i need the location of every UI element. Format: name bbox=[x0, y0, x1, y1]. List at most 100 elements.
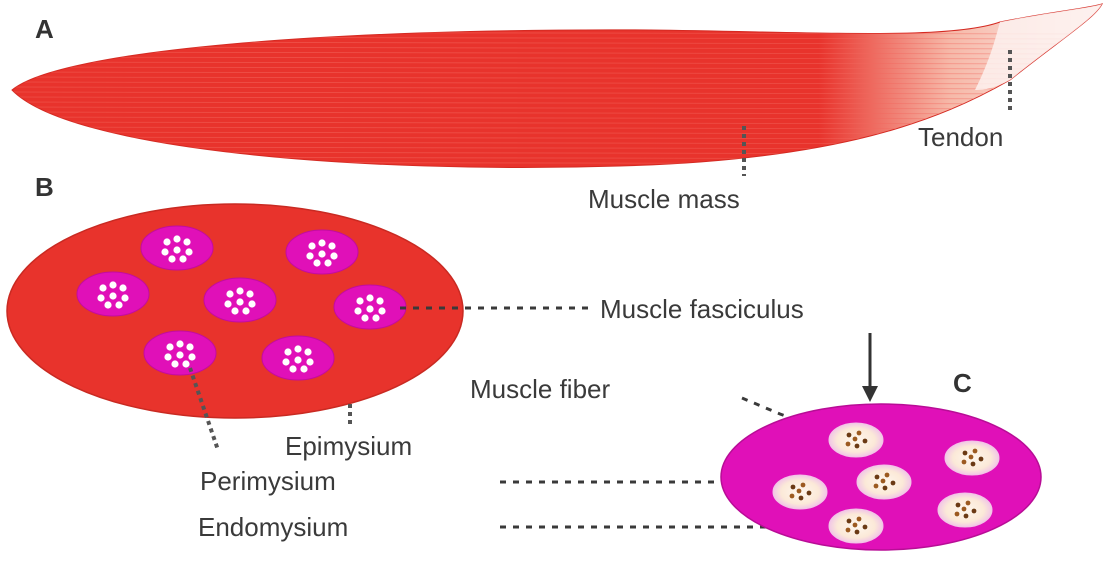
nucleus bbox=[857, 431, 862, 436]
fiber-dot bbox=[121, 294, 128, 301]
nucleus bbox=[969, 455, 974, 460]
nucleus bbox=[797, 489, 802, 494]
fiber-dot bbox=[242, 307, 249, 314]
nucleus bbox=[807, 491, 812, 496]
fiber-dot bbox=[294, 356, 301, 363]
fiber-dot bbox=[236, 287, 243, 294]
nucleus bbox=[956, 503, 961, 508]
nucleus bbox=[846, 442, 851, 447]
nucleus bbox=[847, 519, 852, 524]
fiber-dot bbox=[236, 298, 243, 305]
fiber-dot bbox=[231, 307, 238, 314]
nucleus bbox=[863, 439, 868, 444]
nucleus bbox=[962, 460, 967, 465]
fiber-dot bbox=[179, 255, 186, 262]
fiber-dot bbox=[356, 297, 363, 304]
fiber-dot bbox=[176, 340, 183, 347]
fiber-dot bbox=[171, 360, 178, 367]
nucleus bbox=[863, 525, 868, 530]
nucleus bbox=[971, 462, 976, 467]
nucleus bbox=[855, 444, 860, 449]
fiber-dot bbox=[361, 314, 368, 321]
nucleus bbox=[964, 514, 969, 519]
fiber-dot bbox=[318, 250, 325, 257]
fiber-dot bbox=[224, 300, 231, 307]
fiber-dot bbox=[226, 290, 233, 297]
fiber-dot bbox=[300, 365, 307, 372]
fiber-dot bbox=[161, 248, 168, 255]
nucleus bbox=[853, 523, 858, 528]
fiber-dot bbox=[313, 259, 320, 266]
nucleus bbox=[853, 437, 858, 442]
fiber-dot bbox=[366, 305, 373, 312]
fiber-dot bbox=[318, 239, 325, 246]
nucleus bbox=[790, 494, 795, 499]
fiber-dot bbox=[378, 307, 385, 314]
fiber-dot bbox=[308, 242, 315, 249]
tendon bbox=[975, 4, 1102, 90]
fiber-dot bbox=[186, 343, 193, 350]
fiber-dot bbox=[119, 284, 126, 291]
fiber-dot bbox=[109, 281, 116, 288]
nucleus bbox=[966, 501, 971, 506]
nucleus bbox=[891, 481, 896, 486]
fiber-dot bbox=[330, 252, 337, 259]
fiber-dot bbox=[294, 345, 301, 352]
fiber-dot bbox=[372, 314, 379, 321]
fiber-dot bbox=[173, 235, 180, 242]
fiber-dot bbox=[282, 358, 289, 365]
tendon-label: Tendon bbox=[918, 122, 1003, 152]
fiber-dot bbox=[168, 255, 175, 262]
nucleus bbox=[875, 475, 880, 480]
nucleus bbox=[846, 528, 851, 533]
fiber-dot bbox=[109, 292, 116, 299]
fiber-dot bbox=[324, 259, 331, 266]
nucleus bbox=[847, 433, 852, 438]
muscle-mass-label: Muscle mass bbox=[588, 184, 740, 214]
fiber-dot bbox=[284, 348, 291, 355]
fiber-dot bbox=[115, 301, 122, 308]
nucleus bbox=[799, 496, 804, 501]
muscle-fasciculus-label: Muscle fasciculus bbox=[600, 294, 804, 324]
nucleus bbox=[955, 512, 960, 517]
nucleus bbox=[874, 484, 879, 489]
nucleus bbox=[885, 473, 890, 478]
panel-letter-b: B bbox=[35, 172, 54, 202]
fiber-dot bbox=[166, 343, 173, 350]
fiber-dot bbox=[183, 238, 190, 245]
fiber-dot bbox=[248, 300, 255, 307]
fiber-dot bbox=[176, 351, 183, 358]
fiber-dot bbox=[188, 353, 195, 360]
fiber-dot bbox=[328, 242, 335, 249]
panel-letter-a: A bbox=[35, 14, 54, 44]
fiber-dot bbox=[185, 248, 192, 255]
fiber-dot bbox=[97, 294, 104, 301]
fiber-dot bbox=[246, 290, 253, 297]
nucleus bbox=[791, 485, 796, 490]
fiber-dot bbox=[306, 358, 313, 365]
nucleus bbox=[855, 530, 860, 535]
epimysium-label: Epimysium bbox=[285, 431, 412, 461]
fiber-dot bbox=[99, 284, 106, 291]
fiber-dot bbox=[354, 307, 361, 314]
nucleus bbox=[857, 517, 862, 522]
nucleus bbox=[883, 486, 888, 491]
fiber-dot bbox=[304, 348, 311, 355]
fiber-dot bbox=[366, 294, 373, 301]
fiber-dot bbox=[164, 353, 171, 360]
panel-letter-c: C bbox=[953, 368, 972, 398]
nucleus bbox=[979, 457, 984, 462]
fiber-dot bbox=[289, 365, 296, 372]
fiber-dot bbox=[182, 360, 189, 367]
endomysium-label: Endomysium bbox=[198, 512, 348, 542]
nucleus bbox=[881, 479, 886, 484]
nucleus bbox=[963, 451, 968, 456]
muscle-fiber-label: Muscle fiber bbox=[470, 374, 610, 404]
nucleus bbox=[973, 449, 978, 454]
fiber-dot bbox=[163, 238, 170, 245]
magnify-arrow-head bbox=[862, 386, 878, 402]
fiber-dot bbox=[104, 301, 111, 308]
nucleus bbox=[972, 509, 977, 514]
fiber-dot bbox=[306, 252, 313, 259]
